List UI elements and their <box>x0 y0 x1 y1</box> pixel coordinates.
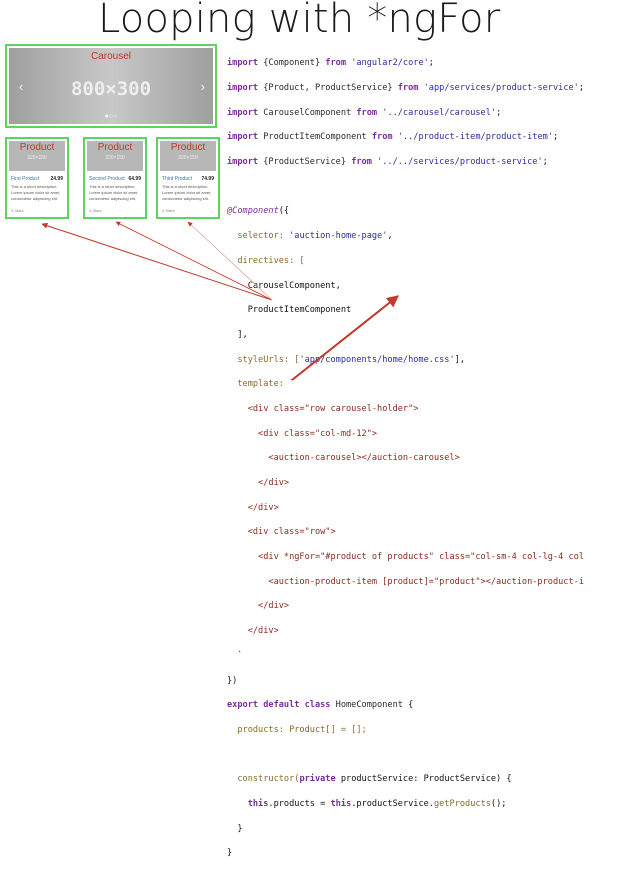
carousel-indicator-dots[interactable]: ●○○ <box>104 113 118 120</box>
product-description: This is a short description. Lorem ipsum… <box>11 184 61 201</box>
carousel: Carousel 800×300 ‹ › ●○○ <box>5 44 217 128</box>
product-image-label: Product <box>97 142 133 153</box>
code-listing: import {Component} from 'angular2/core';… <box>227 45 584 872</box>
carousel-placeholder-image: Carousel 800×300 ‹ › ●○○ <box>9 48 213 124</box>
product-image: Product 320×150 <box>9 141 65 171</box>
code-line: ` <box>227 650 243 661</box>
product-image-size: 320×150 <box>27 155 47 161</box>
code-line: this.products = this.productService.getP… <box>247 798 507 809</box>
product-image-size: 320×150 <box>178 155 198 161</box>
product-name-link[interactable]: Third Product <box>162 176 193 182</box>
product-image-label: Product <box>19 142 55 153</box>
code-line: <div class="col-md-12"> <box>227 428 378 439</box>
code-line: export default class HomeComponent { <box>227 700 414 711</box>
product-image: Product 320×150 <box>160 141 216 171</box>
code-line: @Component({ <box>227 206 290 217</box>
code-line <box>227 749 584 761</box>
code-line: <div *ngFor="#product of products" class… <box>227 552 584 563</box>
code-line: ProductItemComponent <box>227 305 352 316</box>
code-line: } <box>227 848 233 859</box>
code-line: import CarouselComponent from '../carous… <box>227 107 502 118</box>
carousel-size-text: 800×300 <box>70 78 152 100</box>
code-line: selector: 'auction-home-page', <box>227 231 393 242</box>
slide-title: Looping with *ngFor <box>98 0 501 42</box>
code-line: </div> <box>227 626 279 637</box>
product-image-size: 320×150 <box>105 155 125 161</box>
code-line: }) <box>227 675 238 686</box>
code-line: products: Product[] = []; <box>227 724 367 735</box>
code-line: import {Product, ProductService} from 'a… <box>227 83 585 94</box>
code-line: template: ` <box>227 379 295 390</box>
product-price: 74.99 <box>201 176 214 182</box>
code-line: <auction-carousel></auction-carousel> <box>227 453 460 464</box>
code-line: <div class="row"> <box>227 527 336 538</box>
code-line: <auction-product-item [product]="product… <box>227 576 584 587</box>
product-rating: 3 Stars <box>11 208 24 213</box>
code-line: } <box>227 823 243 834</box>
code-line: import ProductItemComponent from '../pro… <box>227 132 559 143</box>
product-description: This is a short description. Lorem ipsum… <box>89 184 139 201</box>
product-card: Product 320×150 First Product 24.99 This… <box>5 137 69 219</box>
code-line: directives: [ <box>227 255 305 266</box>
product-card: Product 320×150 Second Product 64.99 Thi… <box>83 137 147 219</box>
code-line: import {ProductService} from '../../serv… <box>227 157 548 168</box>
code-line: styleUrls: ['app/components/home/home.cs… <box>227 354 466 365</box>
product-price: 24.99 <box>50 176 63 182</box>
product-rating: 4 Stars <box>89 208 102 213</box>
code-line <box>227 181 584 193</box>
product-name-link[interactable]: First Product <box>11 176 40 182</box>
product-image-label: Product <box>170 142 206 153</box>
code-line: CarouselComponent, <box>227 280 341 291</box>
carousel-label: Carousel <box>90 51 132 62</box>
code-line: ], <box>227 329 248 340</box>
code-line: constructor(private productService: Prod… <box>227 774 512 785</box>
product-rating: 4 Stars <box>162 208 175 213</box>
chevron-right-icon[interactable]: › <box>200 79 205 94</box>
product-price: 64.99 <box>128 176 141 182</box>
product-name-link[interactable]: Second Product <box>89 176 125 182</box>
product-image: Product 320×150 <box>87 141 143 171</box>
product-description: This is a short description. Lorem ipsum… <box>162 184 212 201</box>
code-line: </div> <box>227 502 279 513</box>
code-line: <div class="row carousel-holder"> <box>227 403 419 414</box>
product-card: Product 320×150 Third Product 74.99 This… <box>156 137 220 219</box>
code-line: import {Component} from 'angular2/core'; <box>227 58 434 69</box>
chevron-left-icon[interactable]: ‹ <box>19 79 24 94</box>
code-line: </div> <box>227 601 290 612</box>
